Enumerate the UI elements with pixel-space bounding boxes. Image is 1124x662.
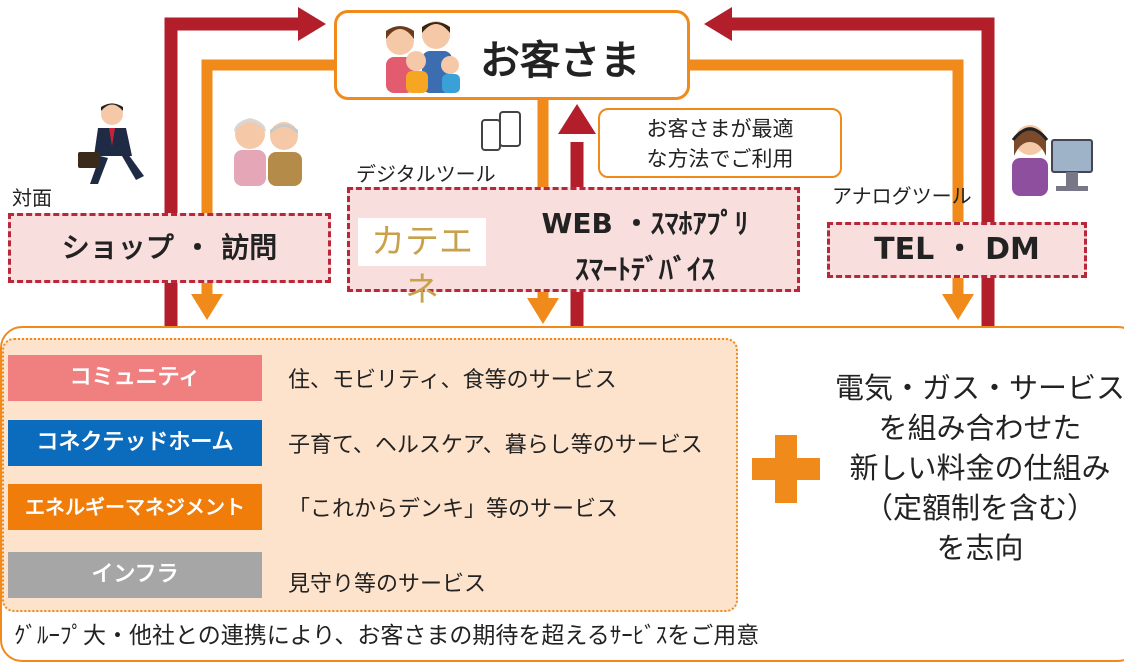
digital-line-2: ｽﾏｰﾄﾃﾞﾊﾞｲｽ: [574, 253, 715, 286]
pricing-line-3: 新しい料金の仕組み: [849, 451, 1111, 485]
elderly-couple-icon: [234, 118, 302, 186]
customer-title: お客さま: [480, 38, 640, 84]
callout-line-2: な方法でご利用: [646, 147, 794, 171]
call-center-operator-icon: [1011, 125, 1093, 196]
service-label-energy-management: エネルギーマネジメント: [8, 484, 262, 530]
channel-label-face: 対面: [12, 186, 52, 210]
service-label-infrastructure: インフラ: [8, 552, 262, 598]
service-arrowheads: [191, 294, 974, 324]
service-desc-infrastructure: 見守り等のサービス: [288, 572, 487, 597]
channel-label-digital: デジタルツール: [356, 162, 496, 186]
callout-note: お客さまが最適 な方法でご利用: [598, 108, 842, 178]
callout-line-1: お客さまが最適: [646, 117, 794, 141]
tel-dm-text: TEL ・ DM: [874, 232, 1040, 267]
pricing-line-2: を組み合わせた: [878, 411, 1082, 445]
pricing-statement: 電気・ガス・サービス を組み合わせた 新しい料金の仕組み （定額制を含む） を志…: [830, 368, 1124, 568]
digital-line-1: WEB ・ｽﾏﾎｱﾌﾟﾘ: [541, 207, 749, 240]
service-desc-energy-management: 「これからデンキ」等のサービス: [288, 497, 619, 522]
shop-visit-text: ショップ ・ 訪問: [61, 231, 278, 264]
service-label-connected-home: コネクテッドホーム: [8, 420, 262, 466]
service-desc-connected-home: 子育て、ヘルスケア、暮らし等のサービス: [288, 433, 703, 458]
family-icon: [386, 21, 460, 93]
shop-visit-box: ショップ ・ 訪問: [8, 213, 331, 283]
mobile-device-icon: [481, 111, 521, 151]
pricing-line-4: （定額制を含む）: [863, 491, 1096, 525]
plus-icon-vertical: [775, 435, 797, 503]
channel-label-analog: アナログツール: [832, 184, 972, 208]
businessman-icon: [78, 103, 144, 184]
service-desc-community: 住、モビリティ、食等のサービス: [288, 368, 617, 393]
return-arrowheads: [298, 7, 732, 134]
service-label-community: コミュニティ: [8, 355, 262, 401]
footer-note: ｸﾞﾙｰﾌﾟ大・他社との連携により、お客さまの期待を超えるｻｰﾋﾞｽをご用意: [14, 623, 760, 649]
kadene-logo: カテエネ: [358, 218, 486, 310]
tel-dm-box: TEL ・ DM: [827, 222, 1087, 278]
pricing-line-5: を志向: [936, 531, 1024, 565]
pricing-line-1: 電気・ガス・サービス: [834, 371, 1124, 405]
